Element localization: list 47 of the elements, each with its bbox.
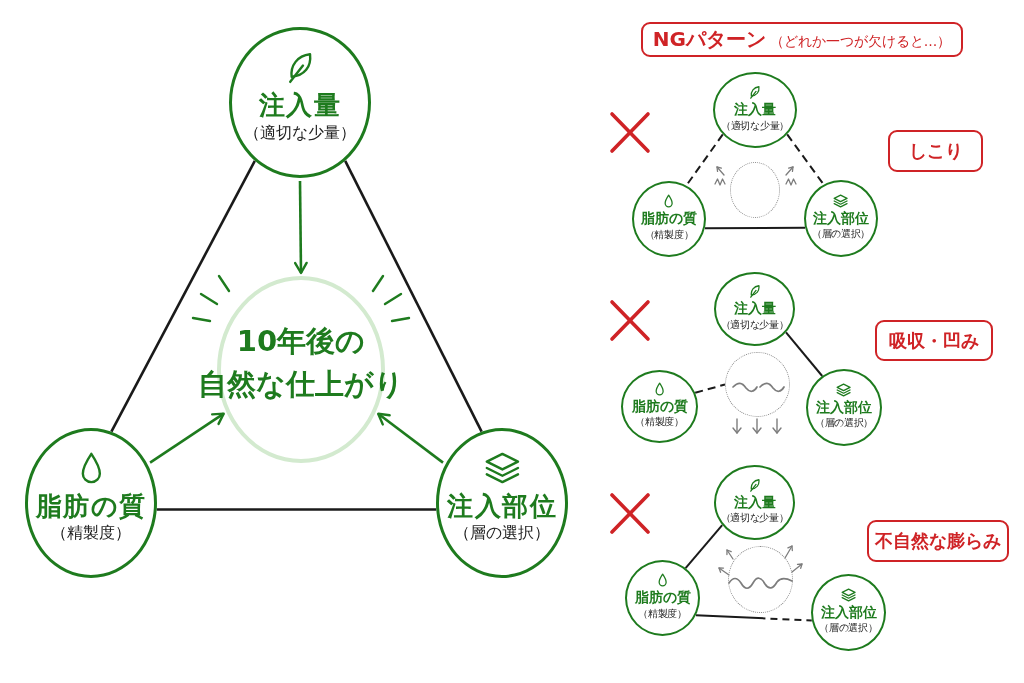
node-title: 脂肪の質: [641, 210, 697, 228]
connector-line: [110, 160, 256, 433]
node-subtitle: （精製度）: [638, 606, 687, 620]
node-title: 注入部位: [447, 489, 557, 523]
node-subtitle: （層の選択）: [819, 621, 878, 635]
connector-line: [694, 614, 813, 622]
arrow: [377, 412, 444, 464]
node-title: 脂肪の質: [634, 589, 691, 607]
node-subtitle: （適切な少量）: [244, 122, 356, 143]
arrow: [293, 181, 308, 275]
node-title: 注入部位: [816, 398, 872, 417]
connector-line: [786, 133, 825, 186]
result-box: [875, 320, 993, 361]
node-subtitle: （精製度）: [51, 523, 131, 544]
node-subtitle: （適切な少量）: [721, 118, 789, 132]
header-title: NGパターン: [652, 26, 766, 53]
connector-line: [703, 226, 807, 230]
node-title: 脂肪の質: [35, 489, 147, 523]
connector-line: [685, 133, 724, 187]
node-subtitle: （層の選択）: [814, 416, 874, 430]
node-title: 注入量: [733, 493, 776, 512]
connector-line: [344, 160, 483, 433]
node-title: 注入量: [733, 300, 776, 318]
connector-line: [785, 331, 824, 377]
result-label: 不自然な膨らみ: [875, 529, 1001, 553]
goal-text: 10年後の自然な仕上がり: [198, 323, 404, 403]
arrow: [149, 412, 225, 464]
node-title: 注入部位: [813, 209, 869, 228]
connector-line: [156, 508, 437, 511]
node-subtitle: （層の選択）: [811, 227, 871, 241]
node-subtitle: （適切な少量）: [720, 317, 789, 331]
connector-line: [684, 524, 724, 570]
node-title: 脂肪の質: [631, 397, 688, 416]
header-box: [641, 22, 963, 57]
node-title: 注入部位: [820, 603, 877, 622]
header-note: （どれか一つが欠けると…）: [769, 33, 952, 51]
node-subtitle: （精製度）: [635, 415, 684, 429]
result-label: 吸収・凹み: [889, 328, 979, 353]
result-label: しこり: [908, 139, 963, 163]
node-subtitle: （適切な少量）: [720, 511, 789, 525]
node-title: 注入量: [734, 101, 776, 119]
node-title: 注入量: [258, 89, 342, 123]
result-box: [888, 130, 983, 172]
node-subtitle: （層の選択）: [454, 523, 550, 544]
result-box: [867, 520, 1009, 562]
node-subtitle: （精製度）: [644, 227, 694, 241]
connector-line: [694, 383, 726, 394]
